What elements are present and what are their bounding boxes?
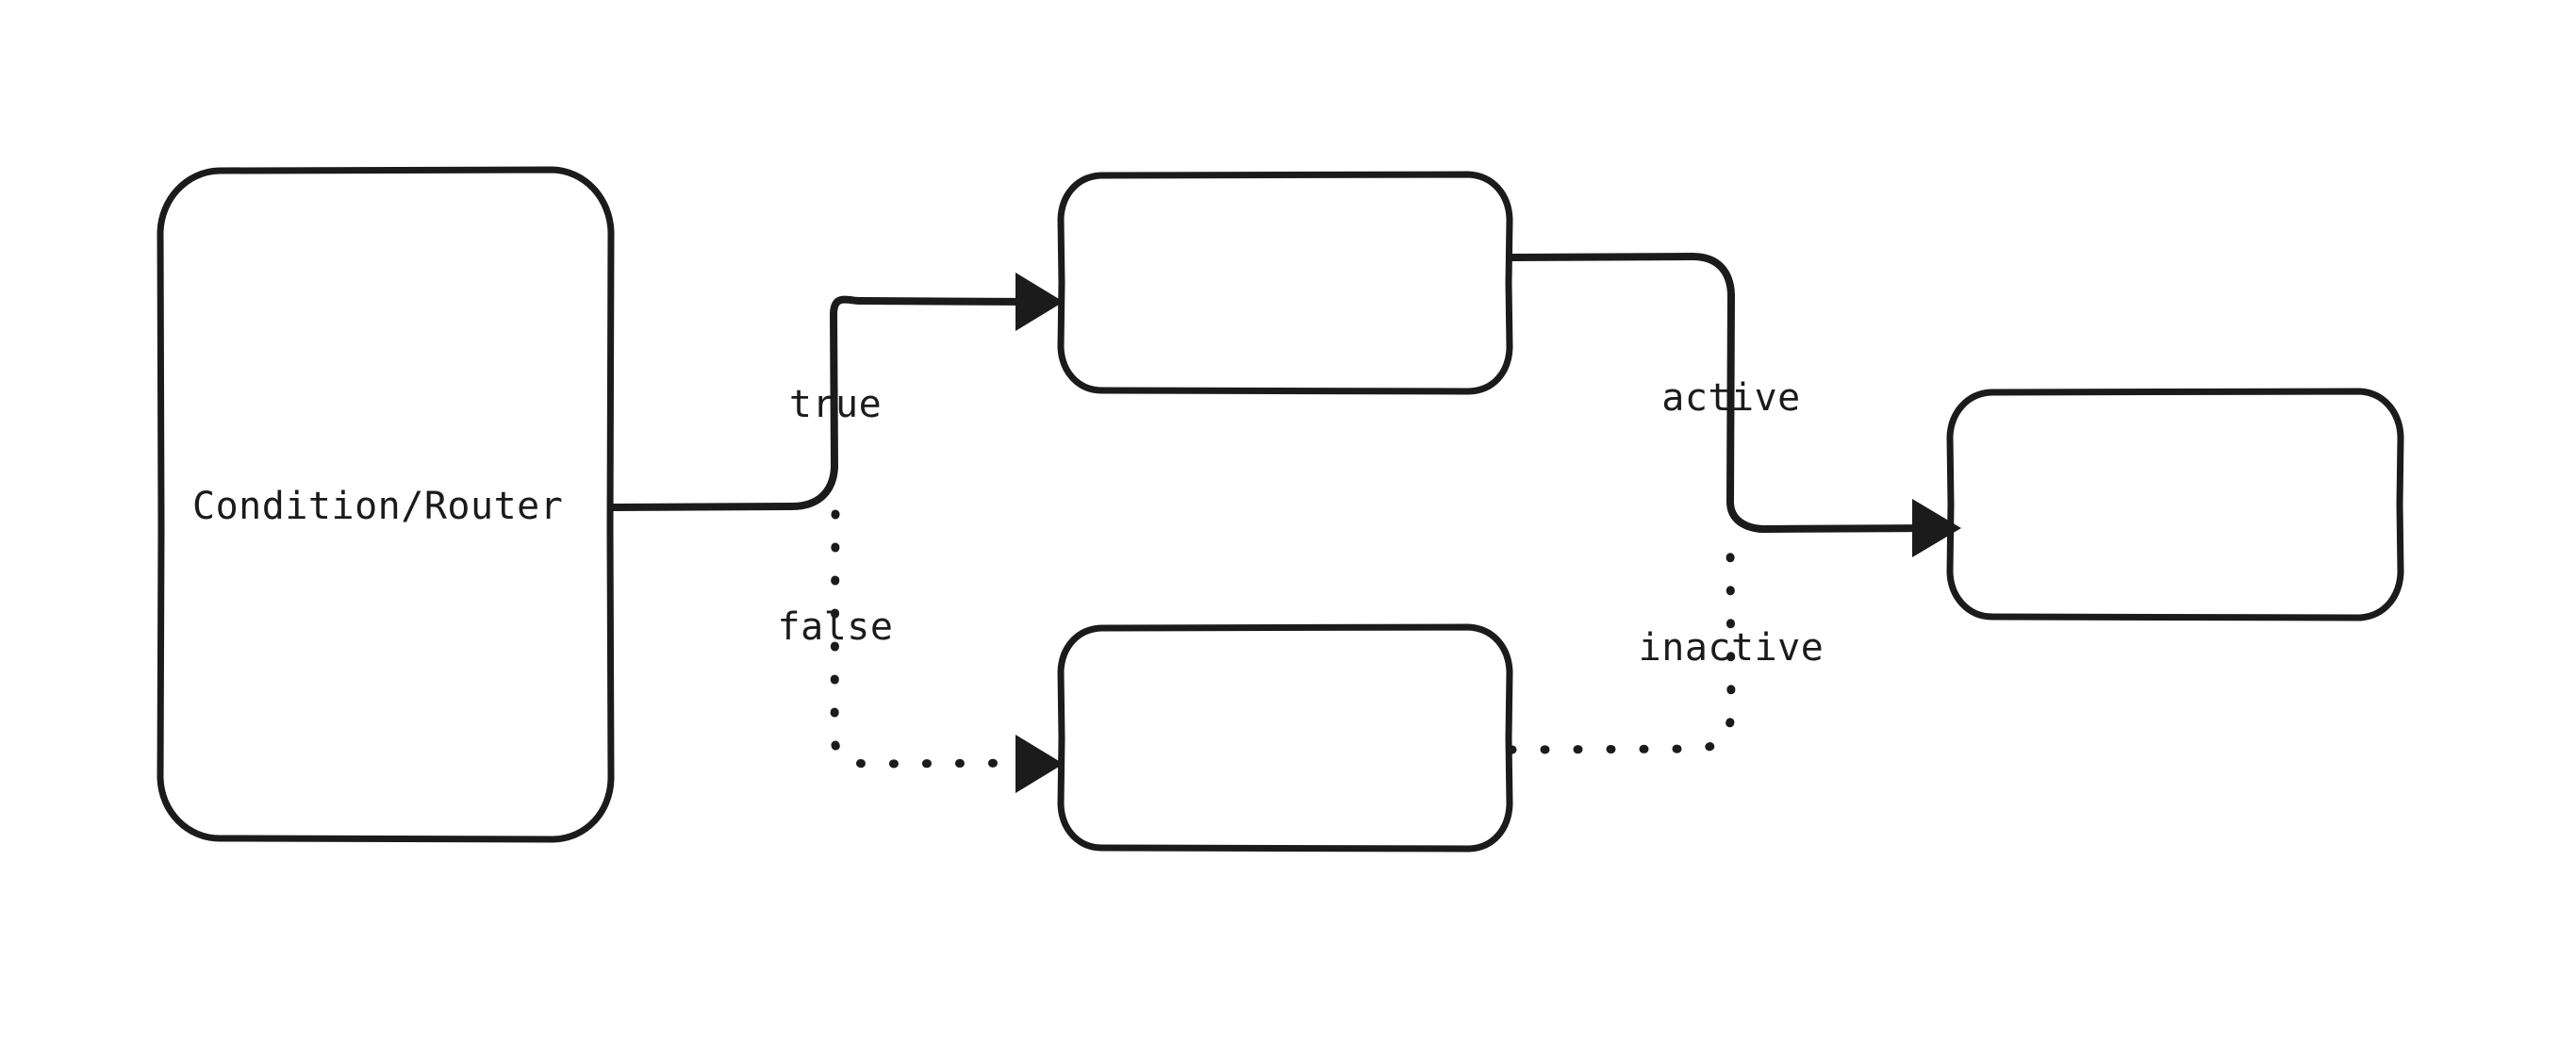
edge-false[interactable]: false [778, 509, 1064, 793]
edge-active-arrowhead [1912, 499, 1961, 557]
edge-true-label: true [789, 383, 882, 426]
node-merge-target[interactable] [1946, 388, 2404, 621]
node-condition-router-label: Condition/Router [192, 485, 563, 528]
edge-active[interactable]: active [1508, 253, 1961, 557]
edge-false-arrowhead [1016, 735, 1064, 793]
edge-active-path [1508, 253, 1931, 533]
node-false-branch-shape [1057, 623, 1513, 853]
node-true-branch[interactable] [1057, 171, 1513, 395]
node-true-branch-shape [1057, 171, 1513, 395]
node-condition-router-shape [157, 166, 615, 843]
edge-true[interactable]: true [609, 273, 1064, 511]
edge-inactive[interactable]: inactive [1507, 531, 1825, 754]
node-condition-router[interactable]: Condition/Router [157, 166, 615, 843]
edge-inactive-label: inactive [1639, 626, 1825, 670]
edge-active-label: active [1661, 376, 1801, 420]
edge-false-label: false [778, 605, 894, 649]
edge-true-path [609, 295, 1035, 511]
node-merge-target-shape [1946, 388, 2404, 621]
edge-true-arrowhead [1016, 273, 1064, 331]
node-false-branch[interactable] [1057, 623, 1513, 853]
